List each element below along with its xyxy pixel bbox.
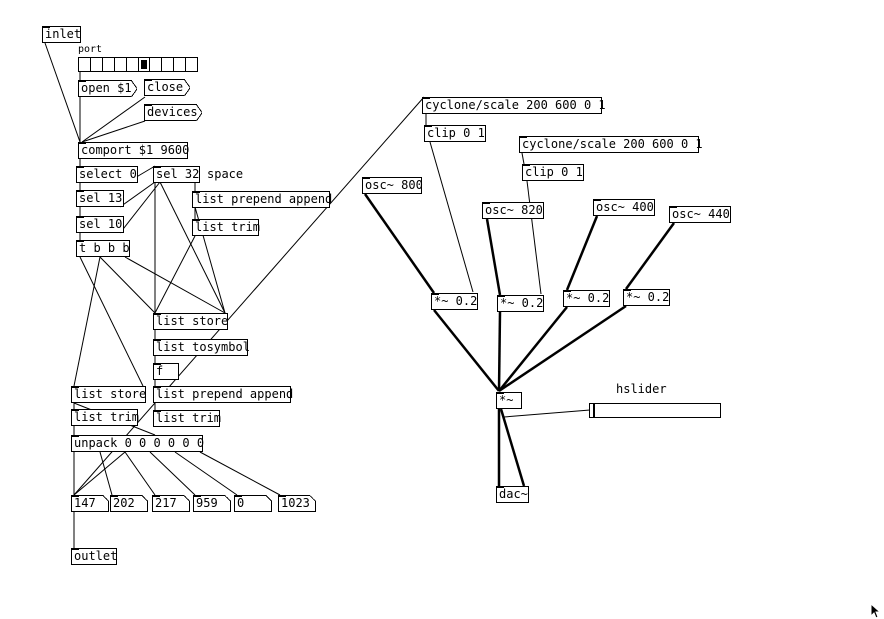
list-prepend-object[interactable]: list prepend append	[192, 191, 332, 208]
space-label: space	[207, 167, 244, 181]
radio-cell[interactable]	[103, 58, 115, 71]
number-box[interactable]: 202	[110, 495, 148, 512]
osc-820-object[interactable]: osc~ 820	[482, 202, 544, 219]
trigger-object[interactable]: t b b b	[76, 240, 130, 257]
list-trim-object-2[interactable]: list trim	[71, 409, 139, 426]
osc-400-object[interactable]: osc~ 400	[593, 199, 655, 216]
multiply-object-4[interactable]: *~ 0.2	[623, 289, 670, 306]
sel-13-object[interactable]: sel 13	[76, 190, 124, 207]
select-0-object[interactable]: select 0	[76, 166, 138, 183]
multiply-object-2[interactable]: *~ 0.2	[497, 295, 544, 312]
devices-message[interactable]: devices	[144, 104, 202, 121]
close-message[interactable]: close	[144, 79, 190, 96]
multiply-object-1[interactable]: *~ 0.2	[431, 293, 478, 310]
list-trim-object[interactable]: list trim	[192, 219, 260, 236]
outlet-object[interactable]: outlet	[71, 548, 117, 565]
inlet-object[interactable]: inlet	[42, 26, 81, 43]
list-store-object-2[interactable]: list store	[71, 386, 146, 403]
number-box[interactable]: 0	[234, 495, 272, 512]
multiply-object-3[interactable]: *~ 0.2	[563, 290, 610, 307]
port-label: port	[78, 44, 103, 55]
hslider-label: hslider	[616, 382, 667, 396]
scale-object-2[interactable]: cyclone/scale 200 600 0 1	[519, 136, 703, 153]
sel-32-object[interactable]: sel 32	[153, 166, 200, 183]
number-box[interactable]: 147	[71, 495, 109, 512]
radio-cell[interactable]	[79, 58, 91, 71]
radio-cell[interactable]	[115, 58, 127, 71]
list-store-object[interactable]: list store	[153, 313, 228, 330]
radio-cell[interactable]	[174, 58, 187, 71]
clip-object-1[interactable]: clip 0 1	[424, 125, 486, 142]
number-box[interactable]: 1023	[278, 495, 316, 512]
list-trim-object-3[interactable]: list trim	[153, 410, 221, 427]
hslider[interactable]	[589, 403, 721, 418]
hslider-knob[interactable]	[593, 404, 595, 417]
radio-cell[interactable]	[150, 58, 163, 71]
osc-800-object[interactable]: osc~ 800	[362, 177, 423, 194]
comport-object[interactable]: comport $1 9600	[78, 142, 189, 159]
radio-cell[interactable]	[127, 58, 139, 71]
radio-cell[interactable]	[162, 58, 175, 71]
radio-cell[interactable]	[186, 58, 197, 71]
unpack-object[interactable]: unpack 0 0 0 0 0 0	[71, 435, 204, 452]
number-box[interactable]: 217	[152, 495, 190, 512]
port-radio[interactable]	[78, 57, 198, 72]
clip-object-2[interactable]: clip 0 1	[522, 164, 584, 181]
list-tosymbol-object[interactable]: list tosymbol	[153, 339, 250, 356]
dac-object[interactable]: dac~	[496, 486, 529, 503]
number-box[interactable]: 959	[193, 495, 231, 512]
radio-cell-selected[interactable]	[139, 58, 151, 71]
radio-cell[interactable]	[91, 58, 103, 71]
list-prepend-object-2[interactable]: list prepend append	[153, 386, 293, 403]
open-message[interactable]: open $1	[78, 80, 137, 97]
multiply-main-object[interactable]: *~	[496, 392, 522, 409]
osc-440-object[interactable]: osc~ 440	[669, 206, 731, 223]
sel-10-object[interactable]: sel 10	[76, 216, 124, 233]
scale-object-1[interactable]: cyclone/scale 200 600 0 1	[422, 97, 606, 114]
float-object[interactable]: f	[153, 363, 179, 380]
